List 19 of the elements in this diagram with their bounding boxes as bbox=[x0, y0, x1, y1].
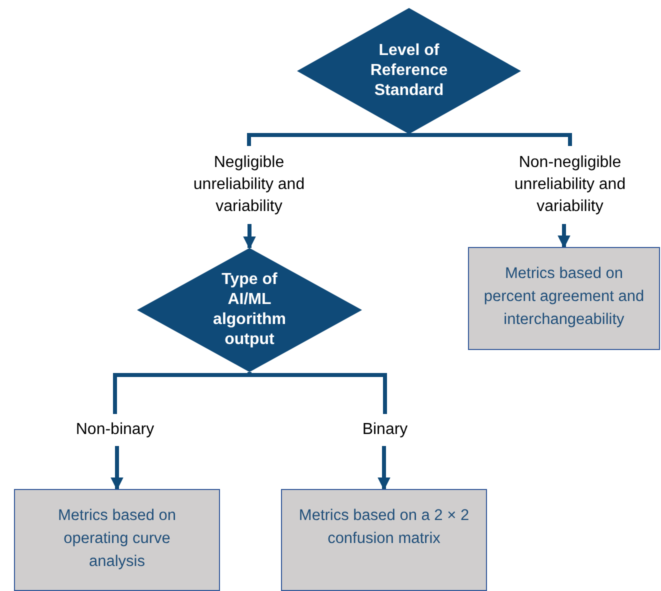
arrow bbox=[243, 224, 256, 250]
decision-text: Type of AI/ML algorithm output bbox=[212, 270, 287, 350]
branch-label: Binary bbox=[362, 420, 408, 440]
result-box bbox=[468, 247, 660, 350]
branch-label: Negligible unreliability and variability bbox=[192, 153, 306, 217]
result-text: Metrics based on operating curve analysis bbox=[56, 506, 178, 572]
decision-text: Level of Reference Standard bbox=[369, 41, 449, 101]
connector-line bbox=[407, 132, 572, 146]
arrow bbox=[110, 446, 124, 490]
branch-label: Non-binary bbox=[76, 420, 154, 440]
arrow bbox=[558, 224, 570, 248]
result-text: Metrics based on percent agreement and interchangeability bbox=[482, 264, 646, 330]
arrow bbox=[378, 446, 390, 490]
result-box bbox=[14, 489, 220, 591]
connector-line bbox=[248, 372, 387, 414]
result-box bbox=[281, 489, 487, 591]
branch-label: Non-negligible unreliability and variability bbox=[513, 153, 627, 217]
result-text: Metrics based on a 2 × 2 confusion matrix bbox=[298, 506, 470, 549]
connector-line bbox=[247, 132, 411, 146]
